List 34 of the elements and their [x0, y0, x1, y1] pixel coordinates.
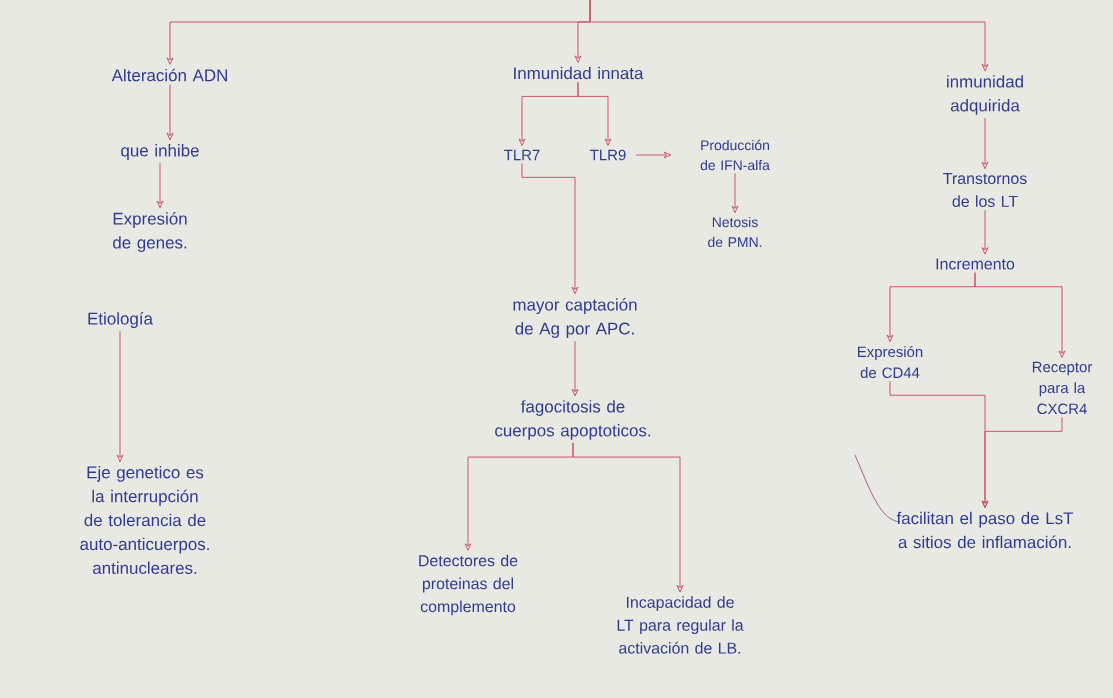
handwritten-text: facilitan el paso de LsT a sitios de inflamación. [896, 511, 1074, 549]
handwritten-text: Inmunidad innata [514, 66, 644, 80]
arrow [981, 209, 989, 255]
handwritten-text: Expresión de CD44 [858, 345, 923, 379]
handwritten-text: Receptor para la CXCR4 [1032, 361, 1093, 415]
handwritten-text: fagocitosis de cuerpos apoptoticos. [495, 400, 651, 440]
arrow [589, 0, 989, 72]
arrow [635, 151, 672, 159]
arrow [577, 81, 612, 146]
arrow [571, 340, 579, 397]
handwritten-text: Alteración ADN [111, 68, 227, 82]
arrow [981, 416, 1063, 508]
arrow [731, 172, 739, 214]
handwritten-text: Etiología [88, 312, 153, 328]
arrow [166, 84, 174, 141]
handwritten-text: TLR9 [590, 149, 626, 161]
handwritten-text: Transtornos de los LT [943, 173, 1027, 207]
handwritten-text: TLR7 [504, 149, 540, 161]
handwritten-text: inmunidad adquirida [947, 75, 1023, 115]
arrow [974, 272, 1066, 358]
arrow [521, 162, 579, 295]
handwritten-text: que inhibe [121, 144, 199, 160]
handwritten-text: Eje genetico es la interrupción de tolerancia de auto-anticuerpos. antinucleares. [80, 465, 209, 575]
handwritten-text: Incapacidad de LT para regular la activación de LB. [617, 596, 744, 654]
arrow [116, 330, 124, 463]
handwritten-text: Producción de IFN-alfa [700, 139, 770, 171]
handwritten-text: Detectores de proteinas del complemento [419, 554, 518, 616]
arrow [572, 442, 684, 593]
handwritten-text: Incremento [936, 258, 1015, 270]
arrow [156, 162, 164, 209]
arrow [981, 117, 989, 170]
handwritten-text: mayor captación de Ag por APC. [513, 298, 637, 338]
handwritten-text: Netosis de PMN. [708, 216, 762, 248]
handwritten-text: Expresión de genes. [113, 212, 187, 252]
